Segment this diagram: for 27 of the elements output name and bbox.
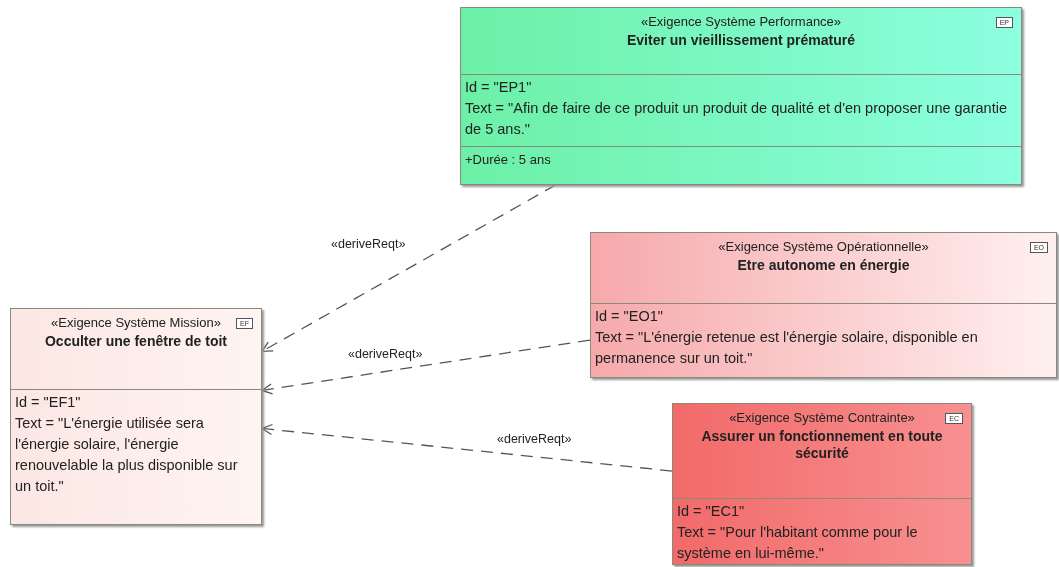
stereotype-label: «Exigence Système Mission» [51,315,221,330]
derive-arrow [261,184,557,353]
requirement-id: Id = "EP1" [465,78,533,97]
derive-arrow [261,339,591,395]
requirement-box [460,7,1022,185]
derive-arrow [261,423,673,472]
requirement-name: Eviter un vieillissement prématuré [626,32,856,49]
requirement-text: Text = "L'énergie utilisée sera l'énergie solaire, l'énergie renouvelable la plus disponible sur un toit." [15,414,239,496]
requirement-name: Occulter une fenêtre de toit [43,333,228,350]
requirement-id: Id = "EF1" [15,393,82,412]
requirement-id: Id = "EO1" [595,307,664,326]
stereotype-label: «Exigence Système Opérationnelle» [718,239,929,254]
requirement-text: Text = "Afin de faire de ce produit un produit de qualité et d'en proposer une garantie de 5 ans." [465,99,1008,139]
requirement-text: Text = "L'énergie retenue est l'énergie solaire, disponible en permanence sur un toit." [595,328,979,368]
edge-label: «deriveReqt» [496,432,573,446]
attribute-label: +Durée : 5 ans [465,151,552,169]
requirement-box [10,308,262,525]
requirement-text: Text = "Pour l'habitant comme pour le système en lui-même." [677,523,919,563]
stereotype-label: «Exigence Système Performance» [640,14,842,29]
edge-label: «deriveReqt» [330,237,407,251]
requirement-name: Etre autonome en énergie [736,257,911,274]
requirement-box [590,232,1057,378]
edge-label: «deriveReqt» [347,347,424,361]
requirement-box [672,403,972,565]
requirement-name: Assurer un fonctionnement en toute sécurité [700,428,944,462]
requirement-id: Id = "EC1" [677,502,746,521]
stereotype-label: «Exigence Système Contrainte» [729,410,915,425]
